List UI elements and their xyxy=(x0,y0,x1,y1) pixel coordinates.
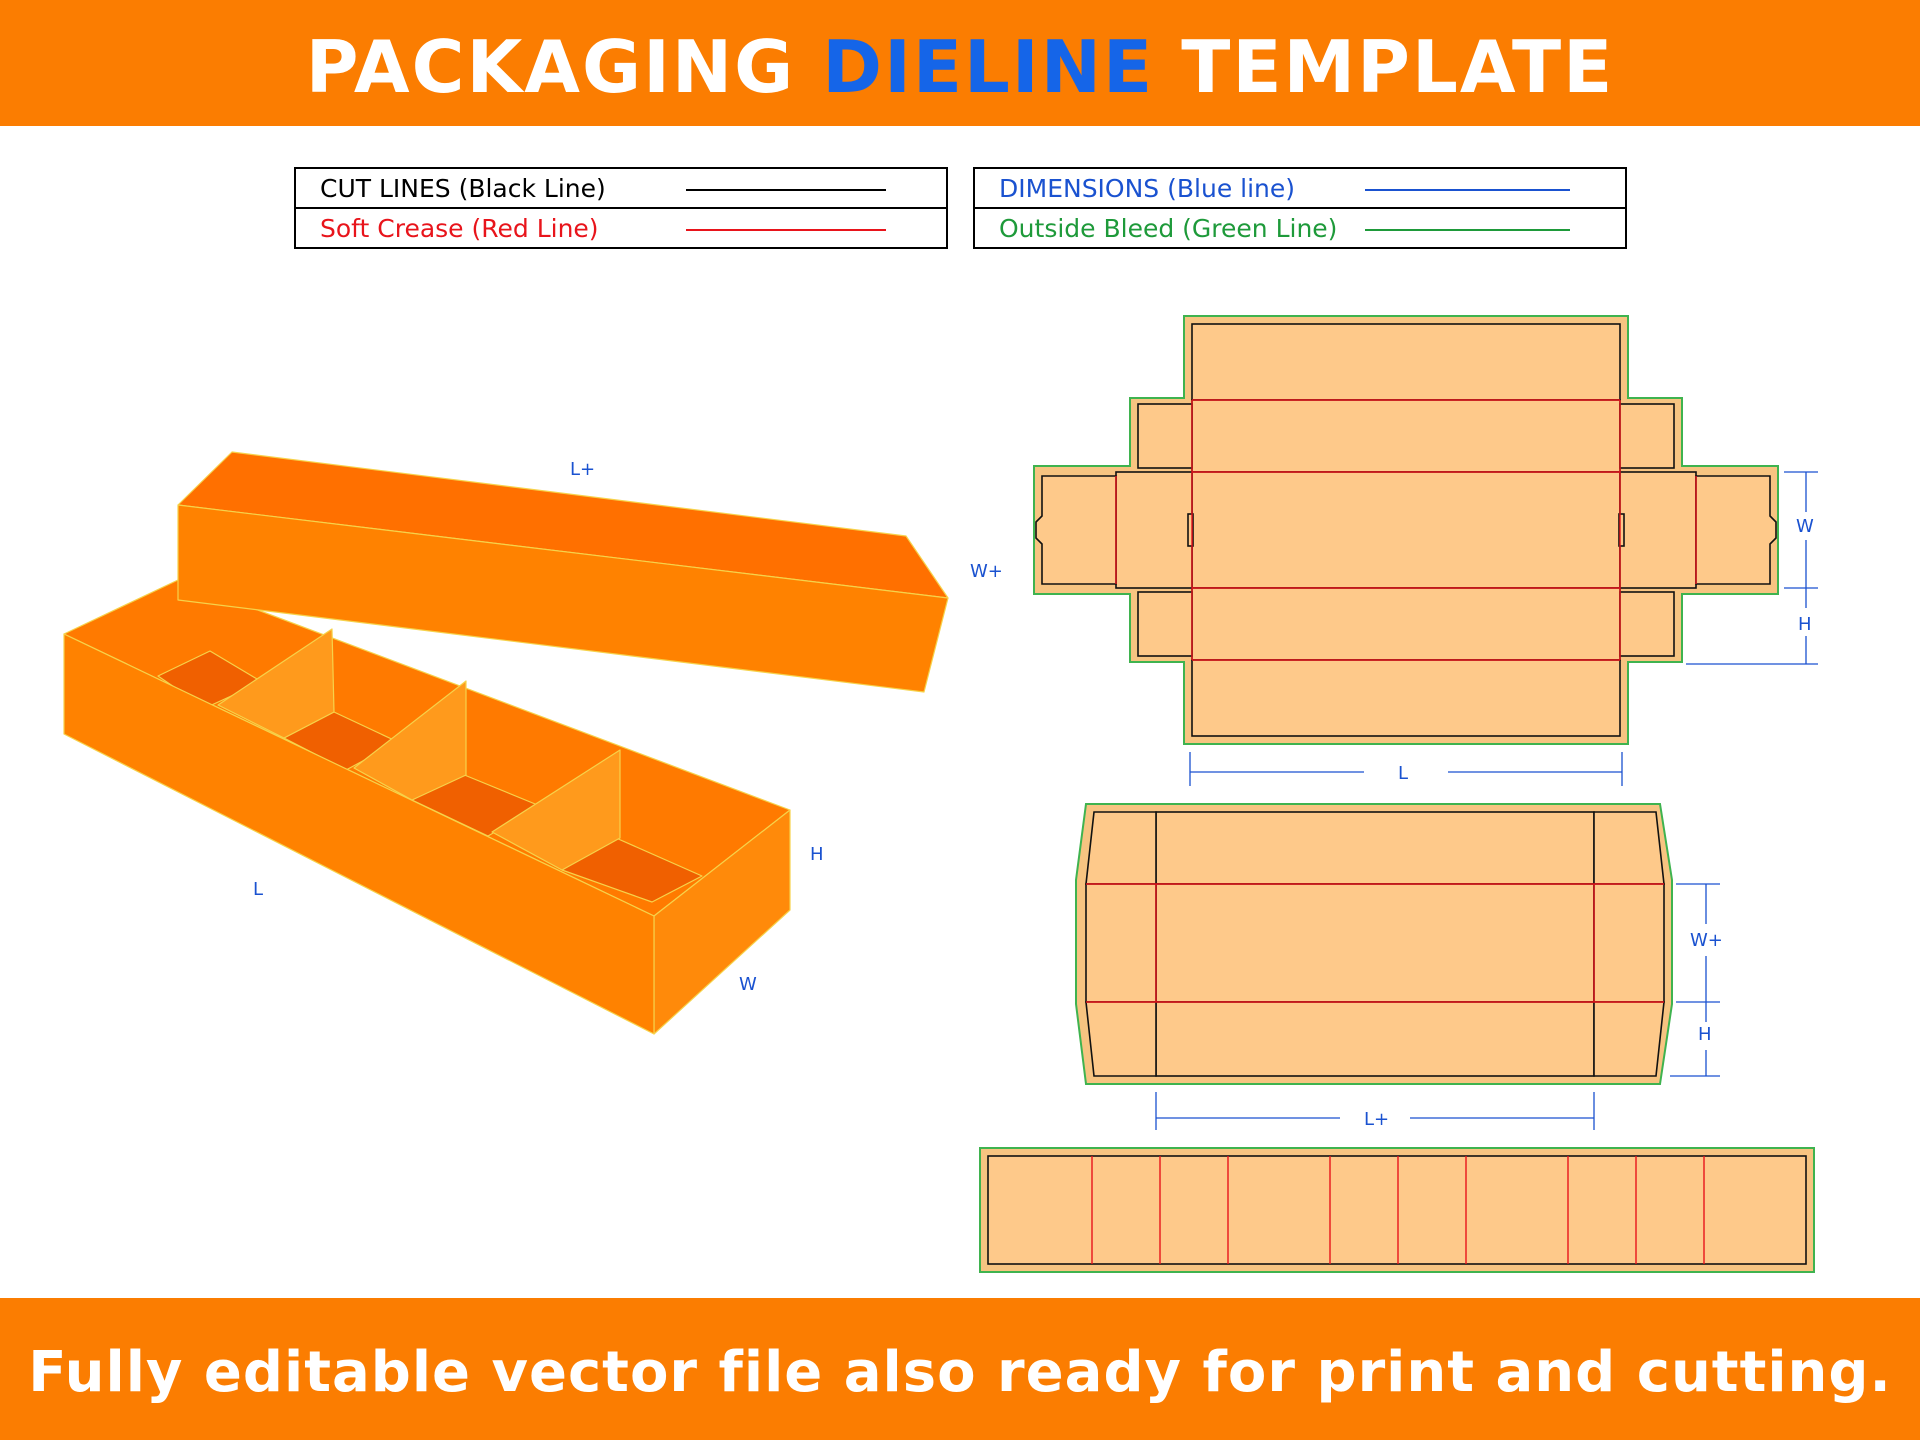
strip-crease-lines xyxy=(1091,1156,1705,1264)
lid-dim-height: H xyxy=(1698,1024,1712,1045)
tray-lock-slot-left xyxy=(1187,513,1194,547)
tray-dim-length: L xyxy=(1398,763,1408,784)
dieline-lid: L+ W+ H xyxy=(1075,803,1723,1130)
lid-panel-top xyxy=(1155,883,1595,1003)
title-part2: TEMPLATE xyxy=(1181,25,1615,109)
label-tray-width: W xyxy=(739,974,757,995)
footer-banner: Fully editable vector file also ready fo… xyxy=(0,1298,1920,1440)
divider-2 xyxy=(353,680,467,801)
legend-dimensions-label: DIMENSIONS (Blue line) xyxy=(999,174,1296,203)
tray-front-wall xyxy=(63,633,655,1035)
lid-corner-tr xyxy=(1593,811,1665,885)
dieline-divider-strip xyxy=(979,1147,1815,1273)
lid-corner-br xyxy=(1593,1001,1665,1077)
box-3d-illustration xyxy=(63,451,949,1035)
tray-dust-flap-bl xyxy=(1137,591,1193,657)
tray-panel-top-wall xyxy=(1191,399,1621,473)
label-lid-width: W+ xyxy=(970,561,1003,582)
tray-dust-flap-tl xyxy=(1137,403,1193,469)
lid-end-right xyxy=(1593,883,1665,1003)
tray-panel-base xyxy=(1191,471,1621,589)
tray-end-wall-right xyxy=(1619,471,1697,589)
legend-table-right: DIMENSIONS (Blue line) Outside Bleed (Gr… xyxy=(973,167,1627,249)
tray-dust-flap-tr xyxy=(1619,403,1675,469)
tray-dim-height: H xyxy=(1798,614,1812,635)
lid-dimension-lines xyxy=(1155,883,1720,1130)
tray-panels xyxy=(1035,323,1777,737)
legend-cut-line xyxy=(686,189,886,191)
tray-panel-top-flap xyxy=(1191,323,1621,401)
lid-end-left xyxy=(1085,883,1157,1003)
legend-bleed-line xyxy=(1365,229,1570,231)
lid-corner-bl xyxy=(1085,1001,1157,1077)
lid-dim-width: W+ xyxy=(1690,930,1723,951)
lid-corner-tl xyxy=(1085,811,1157,885)
header-banner: PACKAGING DIELINE TEMPLATE xyxy=(0,0,1920,126)
strip-panel xyxy=(987,1155,1807,1265)
legend-row-cut: CUT LINES (Black Line) xyxy=(296,169,946,209)
legend-crease-line xyxy=(686,229,886,231)
title-part1: PACKAGING xyxy=(305,25,796,109)
lid-panel-top-wall xyxy=(1155,811,1595,885)
legend-table-left: CUT LINES (Black Line) Soft Crease (Red … xyxy=(294,167,948,249)
lid-crease-lines xyxy=(1086,883,1664,1003)
tray-crease-lines xyxy=(1115,399,1697,661)
lid-panel-bottom-wall xyxy=(1155,1001,1595,1077)
legend-bleed-label: Outside Bleed (Green Line) xyxy=(999,214,1338,243)
tray-end-tuck-right xyxy=(1695,475,1777,585)
legend-dimensions-line xyxy=(1365,189,1570,191)
tray-end-wall-left xyxy=(1115,471,1193,589)
tray-dust-flap-br xyxy=(1619,591,1675,657)
tray-panel-bottom-wall xyxy=(1191,587,1621,661)
legend-row-crease: Soft Crease (Red Line) xyxy=(296,209,946,247)
legend-row-bleed: Outside Bleed (Green Line) xyxy=(975,209,1625,247)
label-tray-length: L xyxy=(253,879,263,900)
title-highlight: DIELINE xyxy=(822,25,1155,109)
tray-panel-bottom-flap xyxy=(1191,659,1621,737)
label-tray-height: H xyxy=(810,844,824,865)
lid-panels xyxy=(1085,811,1665,1077)
legend-row-dimensions: DIMENSIONS (Blue line) xyxy=(975,169,1625,209)
lid-front-side xyxy=(177,504,949,693)
tray-dim-width: W xyxy=(1796,516,1814,537)
divider-1 xyxy=(217,628,335,739)
tray-lock-slot-right xyxy=(1618,513,1625,547)
legend-crease-label: Soft Crease (Red Line) xyxy=(320,214,599,243)
label-lid-length: L+ xyxy=(570,459,595,480)
box-3d-labels: L+ W+ L H W xyxy=(253,459,1003,995)
tray-dimension-lines xyxy=(1189,471,1818,786)
footer-text: Fully editable vector file also ready fo… xyxy=(28,1340,1892,1405)
legend-cut-label: CUT LINES (Black Line) xyxy=(320,174,606,203)
tray-end-tuck-left xyxy=(1035,475,1117,585)
lid-dim-length: L+ xyxy=(1364,1109,1389,1130)
divider-3 xyxy=(491,749,621,871)
dieline-tray: L W H xyxy=(1033,315,1818,786)
